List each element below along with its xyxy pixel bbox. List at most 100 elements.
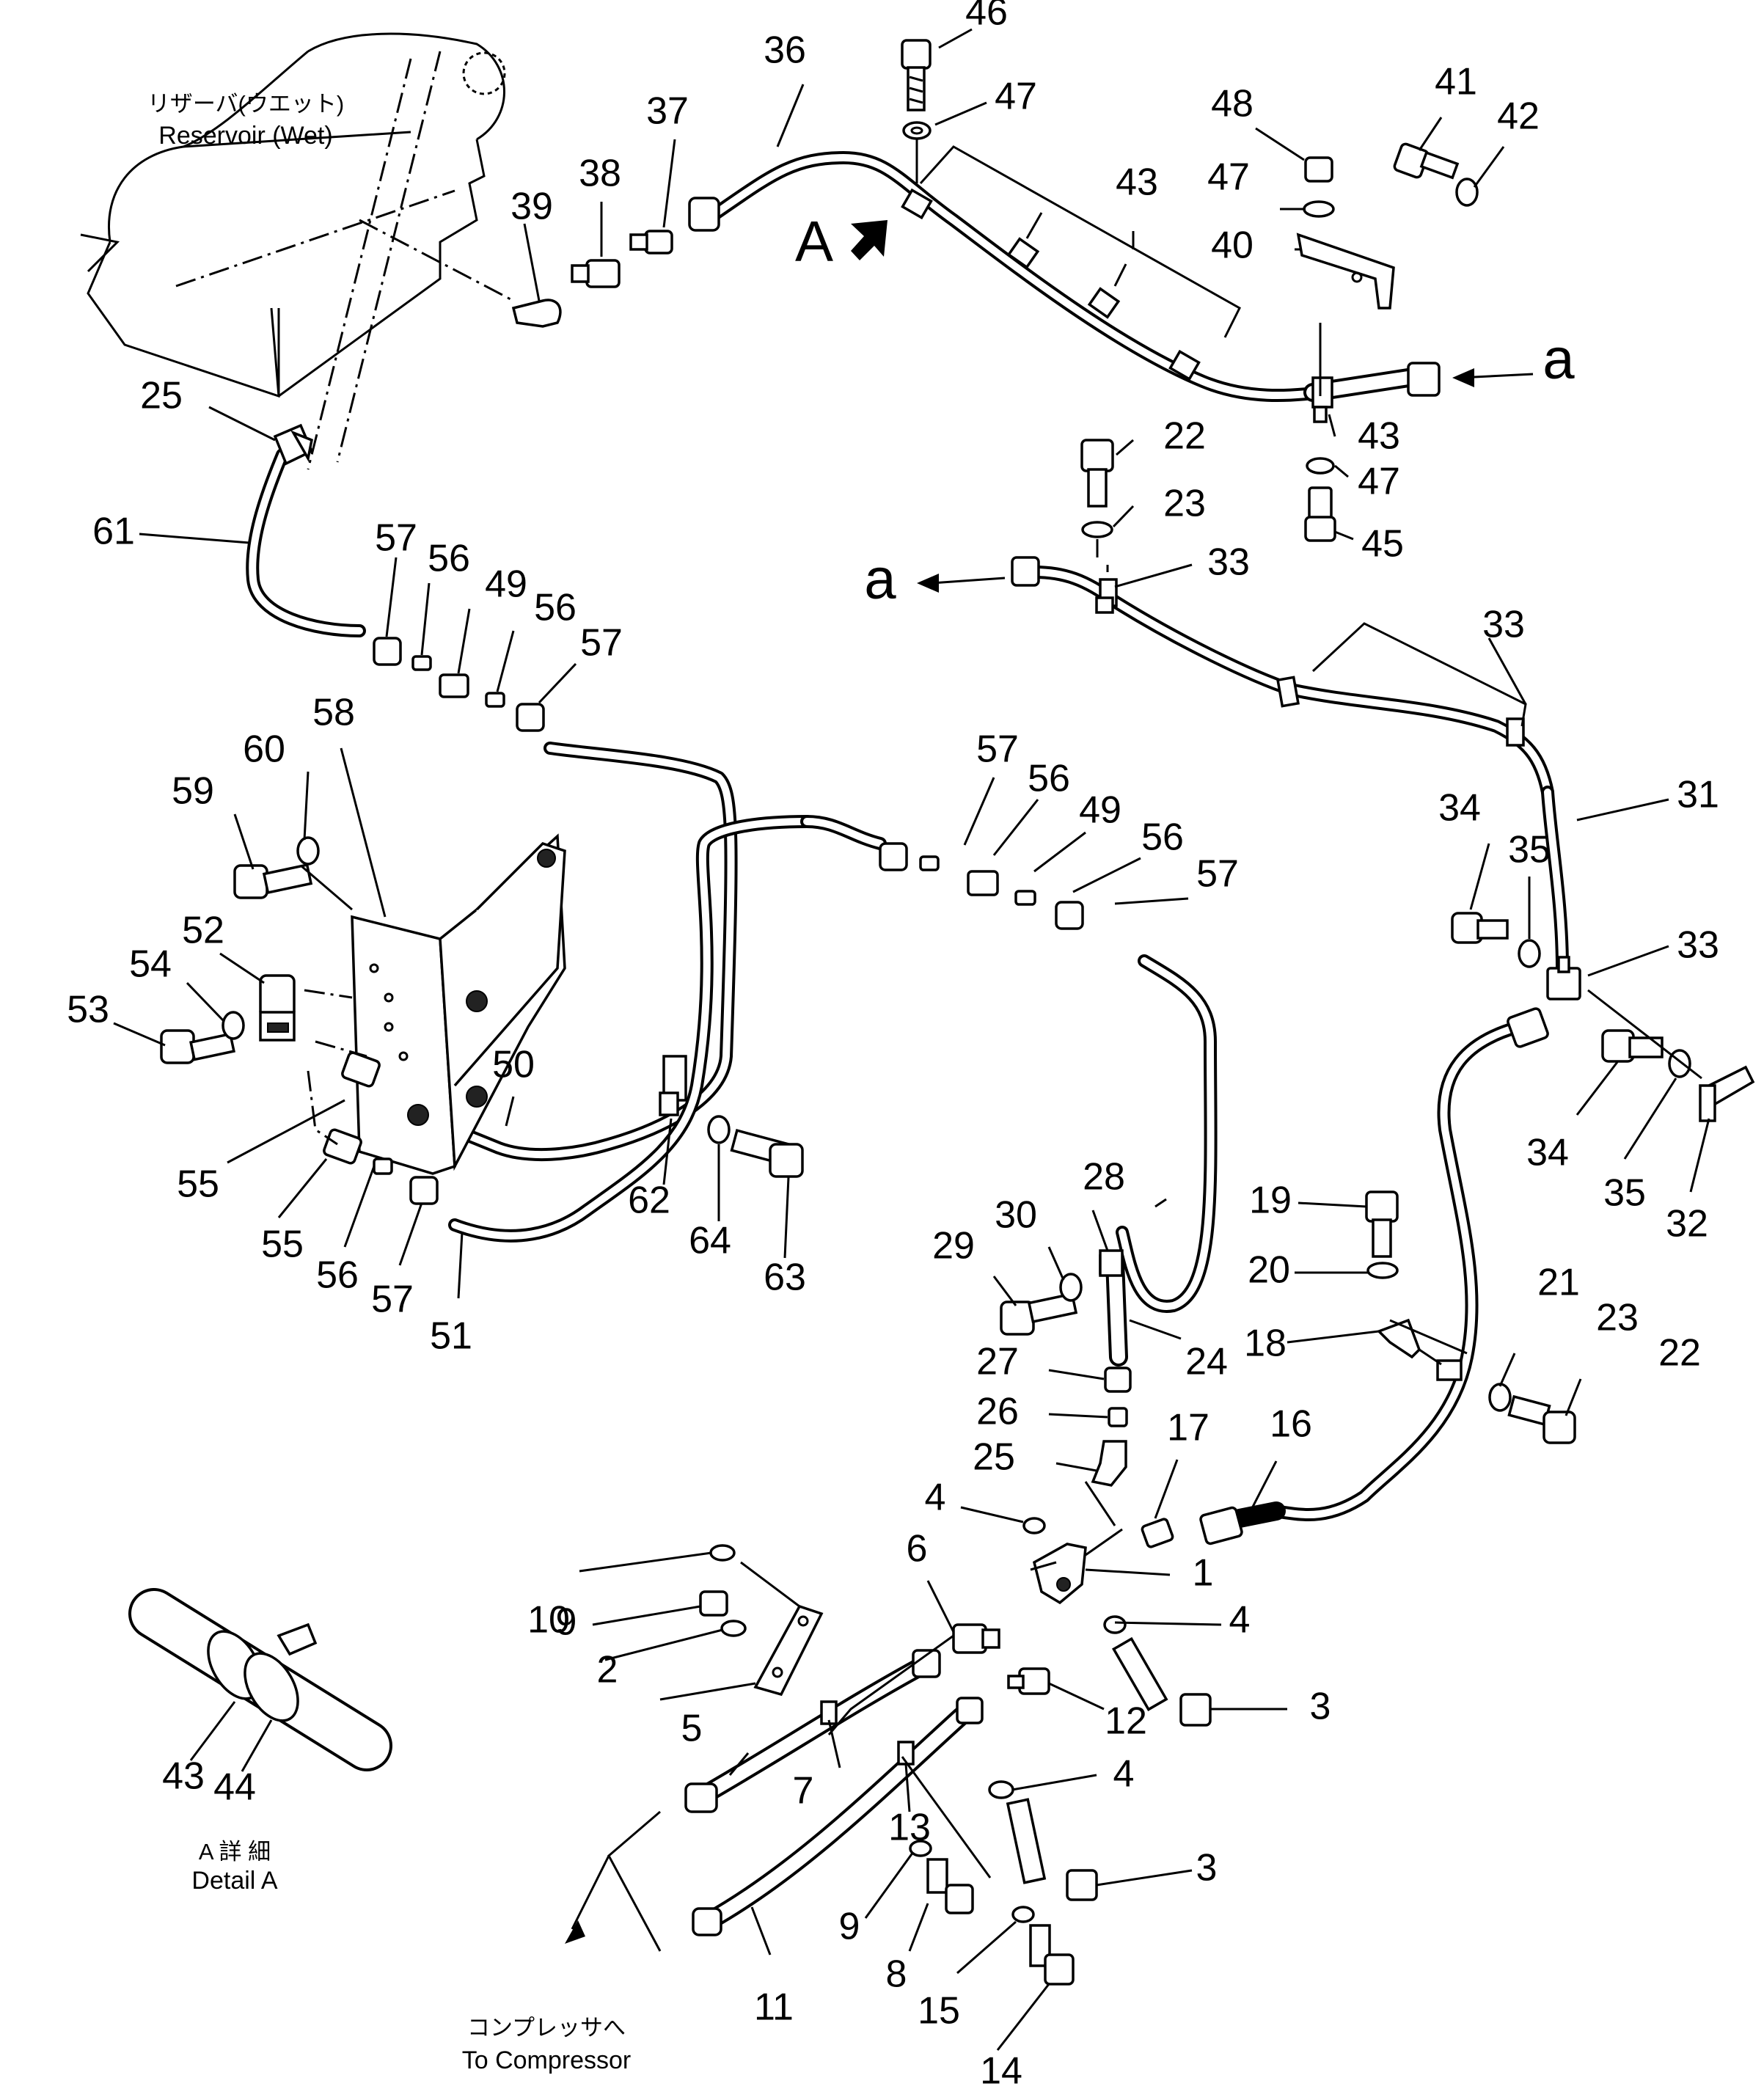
part-number: 27 — [976, 1341, 1019, 1383]
part-number: 55 — [177, 1163, 219, 1206]
part-number: 61 — [92, 511, 135, 553]
part-number: 4 — [1229, 1599, 1251, 1642]
part-number: 24 — [1185, 1341, 1228, 1383]
bracket-32 — [1587, 989, 1755, 1122]
bolt-41 — [1393, 142, 1479, 207]
elbow-25 — [1084, 1440, 1127, 1526]
part-number: 49 — [485, 563, 527, 606]
part-number: 42 — [1497, 95, 1540, 138]
view-arrow-a — [851, 220, 888, 260]
part-number: 25 — [140, 375, 183, 417]
clamp-13 — [897, 1741, 992, 1878]
part-number: 49 — [1079, 789, 1121, 832]
part-number: 30 — [995, 1194, 1037, 1237]
bolt-53 — [160, 1011, 245, 1064]
part-number: 52 — [182, 910, 224, 952]
part-number: 5 — [681, 1708, 703, 1750]
part-number: 35 — [1508, 829, 1551, 871]
part-number: 28 — [1083, 1156, 1125, 1199]
connection-label-left: a — [864, 546, 896, 611]
part-number: 56 — [1141, 816, 1184, 859]
part-number: 59 — [172, 770, 214, 813]
nut-27 — [1104, 1367, 1132, 1393]
connection-label-top: a — [1542, 326, 1575, 391]
part-number: 40 — [1211, 224, 1254, 267]
part-number: 3 — [1196, 1847, 1218, 1889]
bolt-3-upper — [1103, 1615, 1212, 1727]
connection-arrow-top — [1452, 368, 1534, 387]
detail-caption-en: Detail A — [191, 1867, 277, 1895]
washer-47-bolt-45 — [1304, 323, 1336, 542]
detail-a-drawing — [128, 1588, 392, 1771]
bracket-58 — [351, 833, 566, 1175]
part-number: 12 — [1105, 1700, 1147, 1743]
part-number: 19 — [1249, 1179, 1292, 1222]
washer-9-top — [720, 1620, 747, 1637]
pipe-24 — [800, 815, 1218, 1367]
part-number: 15 — [918, 1990, 960, 2033]
fitting-38 — [571, 259, 621, 288]
fitting-set-middle — [879, 842, 1084, 930]
reservoir-caption-en: Reservoir (Wet) — [158, 122, 332, 150]
washer-4-left — [709, 1544, 800, 1608]
part-number: 35 — [1603, 1172, 1646, 1215]
part-number: 21 — [1537, 1262, 1580, 1304]
pipe-31 — [1541, 786, 1581, 1000]
part-number: 9 — [556, 1601, 577, 1644]
part-number: 38 — [579, 153, 621, 195]
part-number: 56 — [428, 538, 470, 580]
bolt-34-upper — [1451, 912, 1541, 968]
part-number: 2 — [597, 1649, 618, 1691]
valve-52 — [259, 974, 353, 1042]
part-number: 54 — [129, 943, 172, 986]
part-number: 25 — [973, 1436, 1015, 1479]
pipe-51 — [448, 815, 813, 1243]
fitting-55-upper — [315, 1040, 381, 1088]
part-number: 41 — [1435, 61, 1477, 103]
part-number: 62 — [628, 1179, 670, 1222]
nut-48 — [1303, 156, 1335, 218]
fitting-26 — [1108, 1407, 1128, 1427]
part-number: 57 — [371, 1278, 414, 1321]
part-number: 51 — [430, 1315, 472, 1358]
clamp-62 — [659, 1055, 687, 1116]
part-number: 57 — [580, 622, 623, 665]
part-number: 14 — [980, 2050, 1022, 2093]
bolt-29 — [1000, 1273, 1083, 1336]
part-number: 44 — [213, 1766, 256, 1809]
compressor-caption-jp: コンプレッサへ — [467, 2015, 626, 2041]
part-number: 33 — [1677, 924, 1719, 967]
pipe-61 — [246, 423, 366, 637]
detail-caption-jp: A 詳 細 — [199, 1839, 271, 1865]
part-number: 57 — [1196, 853, 1239, 896]
part-number: 57 — [976, 728, 1019, 771]
bolt-22-upper — [1080, 439, 1114, 557]
part-number-labels: 46 36 37 38 39 47 43 48 41 42 47 40 25 6… — [67, 0, 1719, 2093]
part-number: 20 — [1248, 1249, 1290, 1292]
part-number: 9 — [839, 1906, 860, 1948]
part-number: 23 — [1596, 1297, 1639, 1339]
bolt-19 — [1365, 1190, 1399, 1279]
fitting-37 — [629, 230, 673, 255]
bolt-22-lower — [1488, 1383, 1576, 1444]
part-number: 47 — [995, 76, 1037, 118]
part-number: 11 — [754, 1986, 794, 2029]
connection-arrow-left — [917, 574, 1006, 593]
bolt-8 — [909, 1840, 974, 1914]
clamp-28 — [1099, 1249, 1124, 1277]
part-number: 7 — [793, 1770, 814, 1812]
clamps-43-top — [901, 145, 1333, 409]
part-number: 43 — [1116, 161, 1158, 204]
washer-4-top — [1022, 1517, 1046, 1534]
leader-lines — [113, 28, 1710, 2051]
pipe-36 — [688, 151, 1441, 403]
part-number: 43 — [162, 1755, 205, 1798]
reservoir-caption-jp: リザーバ(ウエット) — [147, 91, 344, 117]
part-number: 8 — [886, 1953, 907, 1996]
bolt-59 — [233, 836, 353, 911]
part-number: 55 — [261, 1223, 304, 1266]
part-number: 17 — [1167, 1407, 1209, 1449]
compressor-caption-en: To Compressor — [462, 2046, 632, 2074]
